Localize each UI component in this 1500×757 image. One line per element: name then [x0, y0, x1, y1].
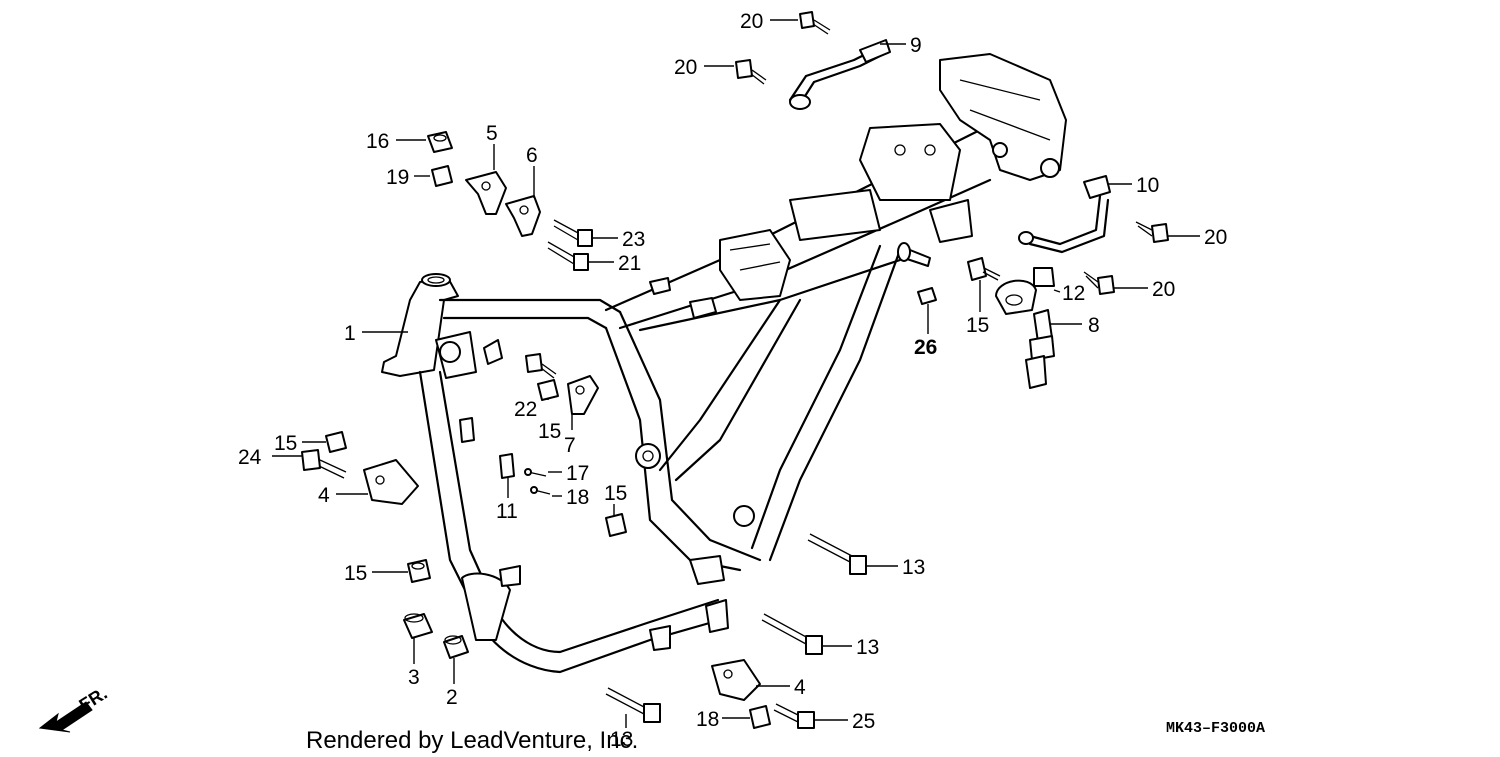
callout-11: 11 — [496, 500, 518, 523]
callout-15-lower-left: 15 — [344, 562, 367, 585]
callout-24: 24 — [238, 446, 262, 469]
callout-17-upper: 17 — [566, 462, 589, 485]
callout-19: 19 — [386, 166, 409, 189]
callout-4-lower: 4 — [794, 676, 806, 699]
callout-4-left: 4 — [318, 484, 330, 507]
nut-19[interactable] — [431, 165, 453, 187]
bolt-20-upper-left[interactable] — [735, 59, 767, 85]
nut-15-left-upper[interactable] — [325, 431, 347, 453]
callout-numbers: 20 20 9 16 19 5 6 23 21 10 20 12 20 8 15… — [238, 10, 1227, 751]
callout-13-upper: 13 — [902, 556, 925, 579]
clip-11[interactable] — [499, 453, 515, 479]
bracket-6[interactable] — [465, 171, 507, 215]
callout-14: 15 — [966, 314, 989, 337]
callout-3: 3 — [408, 666, 420, 689]
nut-18[interactable] — [749, 705, 771, 729]
callout-17-lower: 18 — [566, 486, 589, 509]
pin-26[interactable] — [917, 287, 937, 305]
bolt-13-middle[interactable] — [761, 613, 823, 655]
bolt-20-right-b[interactable] — [1083, 271, 1115, 295]
callout-18: 18 — [696, 708, 719, 731]
rod-9[interactable] — [788, 39, 891, 110]
bolt-24[interactable] — [301, 449, 347, 479]
callout-25: 25 — [852, 710, 875, 733]
front-arrow-icon — [38, 701, 93, 733]
callout-15-left-upper: 15 — [274, 432, 297, 455]
screw-17-upper[interactable] — [524, 468, 547, 477]
callout-15-mid: 15 — [604, 482, 627, 505]
bracket-4-left[interactable] — [363, 459, 419, 505]
bolt-20-right-a[interactable] — [1135, 221, 1169, 243]
label-12[interactable] — [1033, 267, 1055, 287]
callout-8: 8 — [1088, 314, 1100, 337]
drawing-code: MK43–F3000A — [1166, 720, 1265, 737]
callout-20-upper-left: 20 — [674, 56, 697, 79]
callout-15-center: 15 — [538, 420, 561, 443]
collar-2[interactable] — [443, 635, 469, 659]
callout-13-middle: 13 — [856, 636, 879, 659]
callout-13-bottom: 13 — [610, 728, 633, 751]
callout-20-right-a: 20 — [1204, 226, 1227, 249]
bracket-4-lower[interactable] — [711, 659, 761, 701]
nut-16[interactable] — [427, 131, 453, 153]
callout-16: 16 — [366, 130, 389, 153]
callout-7: 6 — [526, 144, 538, 167]
frame-body[interactable] — [381, 53, 1067, 674]
callout-5: 7 — [564, 434, 576, 457]
collar-3[interactable] — [403, 613, 433, 639]
callout-26: 26 — [914, 336, 937, 359]
bolt-21[interactable] — [547, 241, 589, 271]
callout-1: 1 — [344, 322, 356, 345]
nut-15-center[interactable] — [537, 379, 559, 401]
bolt-13-upper[interactable] — [807, 533, 867, 575]
callout-22: 22 — [514, 398, 537, 421]
bracket-7[interactable] — [505, 195, 541, 237]
callout-20-top: 20 — [740, 10, 763, 33]
nut-15-mid[interactable] — [605, 513, 627, 537]
leader-lines — [272, 19, 1200, 728]
callout-23: 23 — [622, 228, 645, 251]
screw-17-lower[interactable] — [530, 486, 551, 495]
credit-text: Rendered by LeadVenture, Inc. — [306, 727, 638, 754]
bolt-14[interactable] — [967, 257, 1001, 281]
callout-2: 2 — [446, 686, 458, 709]
nut-15-lower-left[interactable] — [407, 559, 431, 583]
bracket-5[interactable] — [567, 375, 599, 415]
bolt-25[interactable] — [773, 703, 815, 729]
callout-6: 5 — [486, 122, 498, 145]
lock-8[interactable] — [995, 279, 1055, 389]
bolt-13-bottom[interactable] — [605, 687, 661, 723]
callout-10: 10 — [1136, 174, 1159, 197]
bolt-23[interactable] — [553, 219, 593, 247]
rod-10[interactable] — [1018, 175, 1111, 254]
callout-20-right-b: 20 — [1152, 278, 1175, 301]
bolt-22[interactable] — [525, 353, 557, 379]
callout-21: 21 — [618, 252, 641, 275]
callout-9: 9 — [910, 34, 922, 57]
front-direction-indicator: FR. — [38, 683, 111, 733]
bolt-20-top[interactable] — [799, 11, 831, 35]
callout-12: 12 — [1062, 282, 1085, 305]
